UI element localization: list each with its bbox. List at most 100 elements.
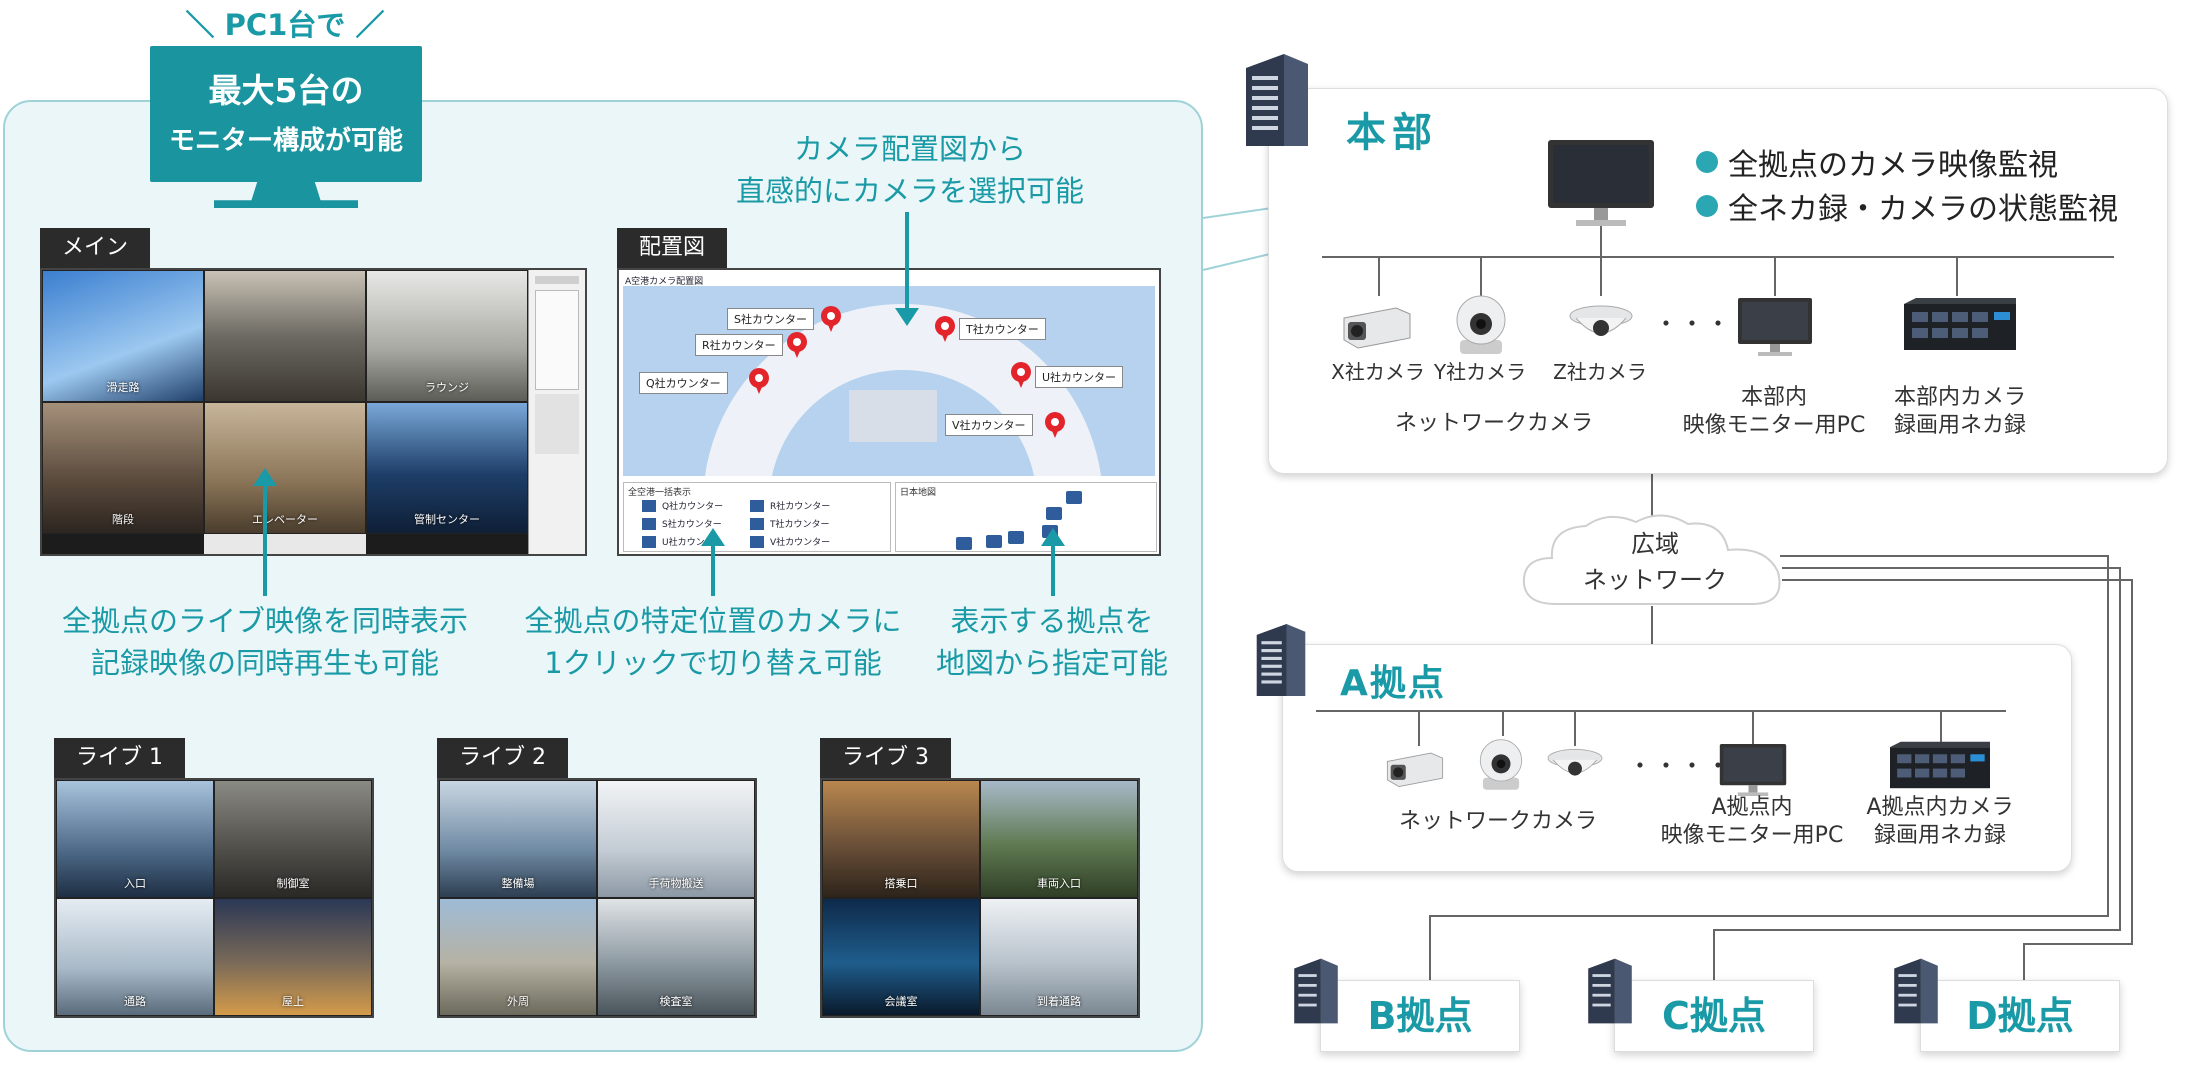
nvr-recorder-icon — [1890, 741, 1990, 789]
tile-stairs: 階段 — [42, 402, 204, 534]
label-counter-r: R社カウンター — [695, 334, 783, 356]
list-item-s[interactable]: S社カウンター — [642, 517, 722, 530]
label-hq-monitor-pc: 本部内 映像モニター用PC — [1682, 385, 1866, 438]
badge-line-2: モニター構成が可能 — [168, 126, 403, 156]
label-counter-q: Q社カウンター — [639, 372, 728, 394]
monitor-badge: 最大5台の モニター構成が可能 — [150, 46, 422, 182]
label-camera-y: Y社カメラ — [1433, 360, 1527, 384]
arrow-down-icon — [895, 212, 919, 326]
hq-title: 本部 — [1346, 110, 1438, 156]
arrow-up-icon — [1041, 528, 1065, 596]
label-counter-v: V社カウンター — [945, 414, 1033, 436]
label-site-a-recorder: A拠点内カメラ 録画用ネカ録 — [1866, 795, 2014, 848]
live3-tile-arrival: 到着通路 — [980, 898, 1138, 1016]
hq-bullet-2: 全ネカ録・カメラの状態監視 — [1696, 184, 2118, 228]
hq-network-bus — [1322, 256, 2114, 258]
live-screen-3: 搭乗口 車両入口 会議室 到着通路 — [820, 778, 1140, 1018]
live1-tile-entrance: 入口 — [56, 780, 214, 898]
dome-camera-icon — [1569, 305, 1633, 336]
building-icon — [1256, 623, 1306, 697]
camera-list-title: 全空港一括表示 — [628, 488, 692, 498]
list-item-q[interactable]: Q社カウンター — [642, 499, 723, 512]
cloud-icon — [1522, 514, 1781, 605]
badge-line-1: 最大5台の — [208, 71, 364, 110]
live2-tile-perimeter: 外周 — [439, 898, 597, 1016]
tile-lounge: ラウンジ — [366, 270, 528, 402]
map-pin-t[interactable] — [935, 316, 955, 342]
tab-live-2: ライブ 2 — [437, 738, 568, 778]
callout-one-click: 全拠点の特定位置のカメラに 1クリックで切り替え可能 — [524, 604, 902, 680]
tab-map: 配置図 — [617, 228, 728, 268]
list-item-r[interactable]: R社カウンター — [750, 499, 830, 512]
live2-tile-inspection: 検査室 — [597, 898, 755, 1016]
building-icon — [1294, 958, 1338, 1024]
arrow-up-icon — [253, 468, 277, 596]
dome-camera-icon — [1547, 749, 1603, 776]
nvr-recorder-icon — [1904, 298, 2016, 350]
list-item-u[interactable]: U社カウンター — [642, 535, 723, 548]
callout-site-select: 表示する拠点を 地図から指定可能 — [935, 604, 1168, 680]
live1-tile-rooftop: 屋上 — [214, 898, 372, 1016]
airport-icon[interactable] — [986, 535, 1002, 548]
monitor-icon — [1548, 140, 1654, 226]
tile-elevator: エレベーター — [204, 402, 366, 534]
camera-group-icon — [642, 535, 656, 548]
label-counter-s: S社カウンター — [727, 308, 814, 330]
live3-tile-meeting-room: 会議室 — [822, 898, 980, 1016]
ptz-camera-icon — [1456, 295, 1506, 354]
airport-icon[interactable] — [1066, 491, 1082, 504]
site-b-box: B拠点 — [1320, 980, 1520, 1052]
live1-tile-control-room: 制御室 — [214, 780, 372, 898]
live-screen-1: 入口 制御室 通路 屋上 — [54, 778, 374, 1018]
tile-runway: 滑走路 — [42, 270, 204, 402]
tab-main: メイン — [40, 228, 151, 268]
site-a-title: A拠点 — [1340, 663, 1446, 704]
map-pin-r[interactable] — [787, 332, 807, 358]
pc-caption-text: PC1台で — [224, 8, 346, 42]
label-network-camera-hq: ネットワークカメラ — [1394, 411, 1593, 436]
label-camera-x: X社カメラ — [1331, 360, 1425, 384]
label-camera-z: Z社カメラ — [1553, 360, 1647, 384]
site-a-ellipsis: ・・・・ — [1628, 752, 1732, 780]
live2-tile-baggage: 手荷物搬送 — [597, 780, 755, 898]
label-counter-u: U社カウンター — [1035, 366, 1124, 388]
wide-area-network: 広域 ネットワーク — [1583, 530, 1727, 594]
live1-tile-corridor: 通路 — [56, 898, 214, 1016]
japan-map-title: 日本地図 — [900, 488, 937, 498]
camera-group-icon — [750, 517, 764, 530]
site-a-network-bus — [1316, 710, 2006, 712]
monitor-pc-icon — [1738, 298, 1812, 356]
airport-icon[interactable] — [1046, 507, 1062, 520]
list-item-v[interactable]: V社カウンター — [750, 535, 830, 548]
live-screen-2: 整備場 手荷物搬送 外周 検査室 — [437, 778, 757, 1018]
map-pin-u[interactable] — [1011, 362, 1031, 388]
airport-icon[interactable] — [956, 537, 972, 550]
label-site-a-monitor-pc: A拠点内 映像モニター用PC — [1660, 795, 1844, 848]
site-d-box: D拠点 — [1920, 980, 2120, 1052]
camera-group-icon — [642, 517, 656, 530]
monitor-pc-icon — [1719, 743, 1787, 797]
map-pin-s[interactable] — [821, 306, 841, 332]
hq-bullet-1: 全拠点のカメラ映像監視 — [1696, 140, 2058, 184]
site-c-box: C拠点 — [1614, 980, 1814, 1052]
airport-icon[interactable] — [1008, 531, 1024, 544]
callout-map-select: カメラ配置図から 直感的にカメラを選択可能 — [735, 132, 1084, 208]
live2-tile-hangar: 整備場 — [439, 780, 597, 898]
map-screen: A空港カメラ配置図 S社カウンター R社カウンター T社カウンター Q社カウンタ… — [617, 268, 1161, 556]
tile-control-center: 管制センター — [366, 402, 528, 534]
playback-controls[interactable] — [204, 534, 366, 554]
tab-live-3: ライブ 3 — [820, 738, 951, 778]
camera-group-icon — [750, 535, 764, 548]
label-counter-t: T社カウンター — [959, 318, 1046, 340]
tab-live-1: ライブ 1 — [54, 738, 185, 778]
tile-concourse — [204, 270, 366, 402]
map-pin-v[interactable] — [1045, 412, 1065, 438]
camera-list-panel: 全空港一括表示 Q社カウンター R社カウンター S社カウンター T社カウンター … — [623, 482, 891, 552]
map-pin-q[interactable] — [749, 368, 769, 394]
list-item-t[interactable]: T社カウンター — [750, 517, 830, 530]
ptz-camera-icon — [1479, 739, 1523, 790]
building-icon — [1588, 958, 1632, 1024]
camera-group-icon — [750, 499, 764, 512]
hq-box — [1268, 88, 2168, 474]
pc-caption: ＼ PC1台で ／ — [185, 8, 385, 42]
